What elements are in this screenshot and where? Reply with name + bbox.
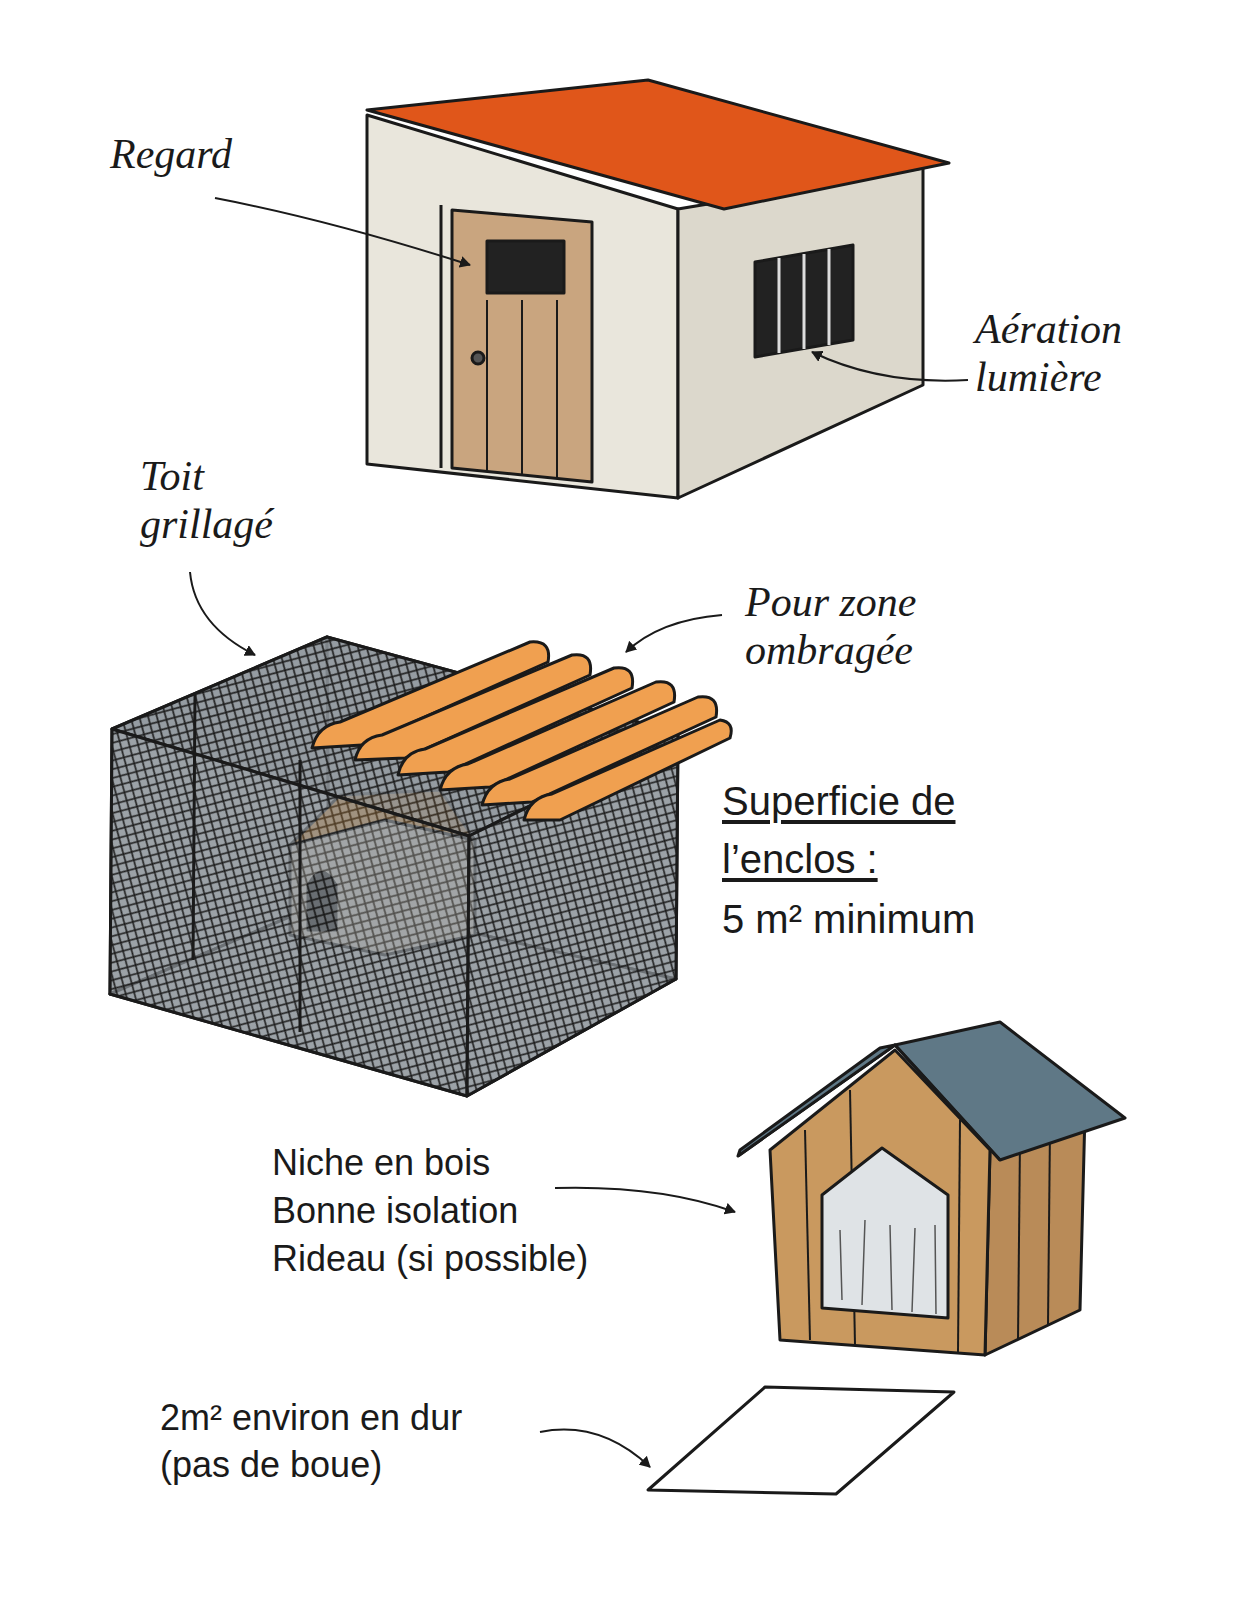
callout-label: Regard: [110, 130, 370, 178]
shed: [367, 80, 949, 498]
leader-lines: [190, 198, 968, 1467]
doghouse-note: Bonne isolation: [272, 1188, 602, 1235]
enclosure: [110, 637, 731, 1096]
doghouse: [648, 1022, 1125, 1494]
doghouse-note: Rideau (si possible): [272, 1236, 652, 1283]
area-value: 5 m² minimum: [722, 890, 1142, 948]
callout-label: Pour zone ombragée: [745, 578, 1005, 675]
ground-note: 2m² environ en dur (pas de boue): [160, 1395, 530, 1489]
callout-label: Aération lumière: [975, 305, 1205, 402]
callout-label: Toit grillagé: [140, 452, 330, 549]
doghouse-note: Niche en bois: [272, 1140, 602, 1187]
area-heading: Superficie de l’enclos :: [722, 772, 997, 888]
